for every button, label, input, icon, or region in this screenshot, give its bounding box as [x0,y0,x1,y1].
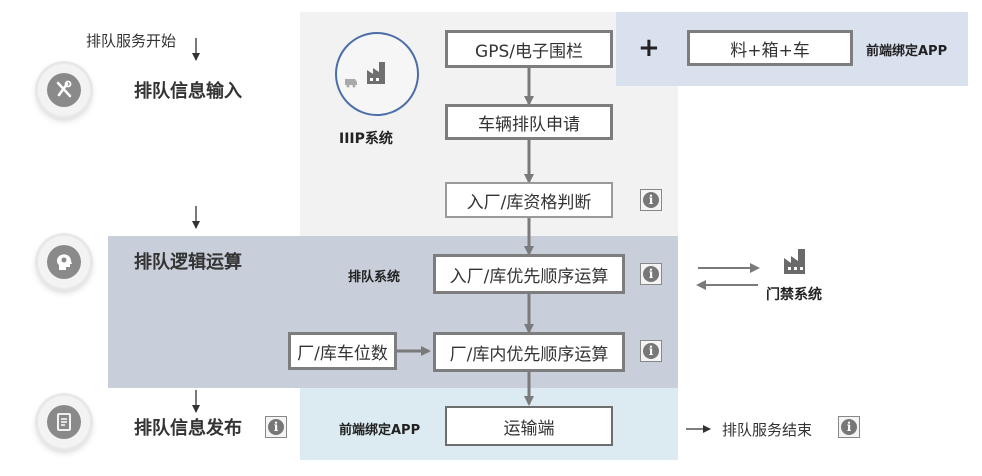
vehicle-apply-box: 车辆排队申请 [445,104,613,140]
transport-box: 运输端 [445,406,613,446]
stage-title-logic: 排队逻辑运算 [134,252,242,273]
factory-icon [345,62,385,88]
info-icon: i [643,266,659,282]
front-app-top-label: 前端绑定APP [866,44,948,59]
head-gear-icon [47,245,81,279]
entry-qualify-box: 入厂/库资格判断 [445,182,613,218]
info-icon: i [841,419,857,435]
start-label: 排队服务开始 [86,32,177,50]
info-icon: i [643,343,659,359]
material-box-vehicle-box: 料+箱+车 [687,30,853,66]
front-app-bottom-label: 前端绑定APP [339,423,421,438]
slot-count-box: 厂/库车位数 [288,332,397,370]
stage-publish-icon-wrap [38,396,90,448]
stage-title-publish: 排队信息发布 [134,418,242,439]
gate-factory-icon [782,246,812,276]
truck-icon [345,79,357,85]
info-button-priority[interactable]: i [640,263,662,285]
gps-fence-box: GPS/电子围栏 [445,30,613,68]
plus-sign: + [638,33,660,63]
info-button-publish[interactable]: i [265,416,287,438]
info-button-qualify[interactable]: i [640,189,662,211]
tools-icon [47,73,81,107]
document-icon [47,405,81,439]
entry-priority-box: 入厂/库优先顺序运算 [433,254,625,294]
stage-input-icon-wrap [38,64,90,116]
info-button-inner-priority[interactable]: i [640,340,662,362]
info-icon: i [268,419,284,435]
info-button-end[interactable]: i [838,416,860,438]
stage-logic-icon-wrap [38,236,90,288]
inner-priority-box: 厂/库内优先顺序运算 [433,332,625,372]
queue-system-label: 排队系统 [348,270,401,285]
iiip-system-label: IIIP系统 [339,131,393,147]
gate-system-label: 门禁系统 [766,287,822,303]
iiip-system-circle [335,32,419,116]
stage-title-input: 排队信息输入 [134,81,242,102]
end-label: 排队服务结束 [722,421,813,439]
info-icon: i [643,192,659,208]
